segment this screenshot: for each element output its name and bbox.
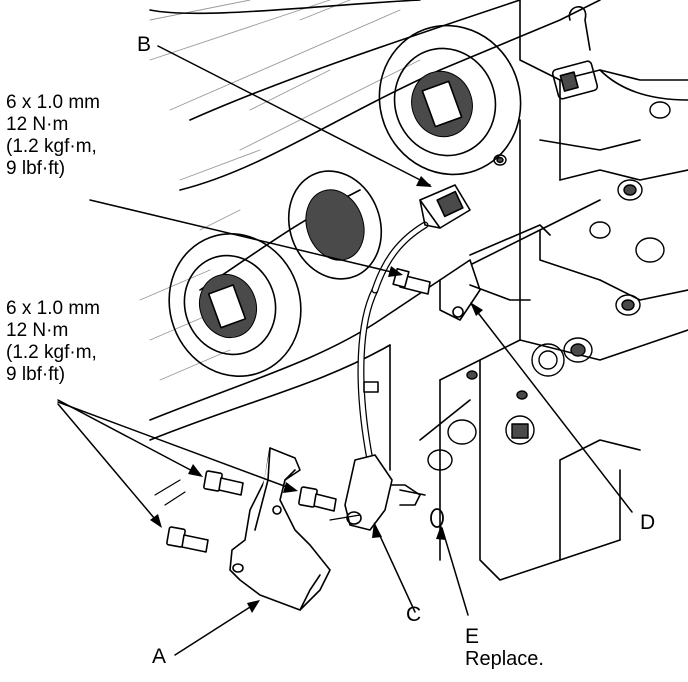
replace-note: Replace.: [465, 648, 544, 670]
connector-b: [419, 184, 471, 229]
bolt-left: [166, 526, 209, 553]
pulley-middle: [287, 170, 383, 280]
clip-line: [329, 514, 361, 521]
pulley-lower: [168, 232, 302, 378]
bolt-right: [298, 486, 337, 512]
callout-b: B: [137, 33, 152, 56]
background-hatching: [139, 0, 421, 381]
sensor-c: [344, 454, 426, 531]
torque-spec-upper: 6 x 1.0 mm 12 N·m (1.2 kgf·m, 9 lbf·ft): [6, 92, 100, 180]
callout-d: D: [640, 511, 656, 534]
leader-lines: [57, 45, 633, 656]
top-connector: [551, 6, 599, 100]
callout-e: E: [465, 625, 480, 648]
arrowheads: [150, 176, 483, 613]
callout-a: A: [152, 645, 167, 668]
bolt-middle: [203, 470, 244, 496]
torque-spec-lower-kgfm: (1.2 kgf·m,: [6, 342, 97, 363]
o-ring-e: [430, 508, 444, 528]
torque-spec-lower-lbfft: 9 lbf·ft): [6, 364, 66, 385]
torque-spec-lower: 6 x 1.0 mm 12 N·m (1.2 kgf·m, 9 lbf·ft): [6, 298, 100, 386]
torque-spec-upper-size: 6 x 1.0 mm: [6, 92, 100, 113]
hint-lines: [154, 479, 186, 506]
torque-spec-lower-nm: 12 N·m: [6, 320, 69, 341]
torque-spec-upper-kgfm: (1.2 kgf·m,: [6, 136, 97, 157]
torque-spec-upper-lbfft: 9 lbf·ft): [6, 158, 66, 179]
bracket-d: [439, 224, 551, 321]
torque-spec-lower-size: 6 x 1.0 mm: [6, 298, 100, 319]
sensor-harness: [357, 221, 429, 464]
pulley-upper: [378, 24, 522, 176]
right-side-fasteners: [427, 101, 671, 471]
cover-a: [229, 447, 331, 611]
torque-spec-upper-nm: 12 N·m: [6, 114, 69, 135]
callout-c: C: [406, 603, 422, 626]
